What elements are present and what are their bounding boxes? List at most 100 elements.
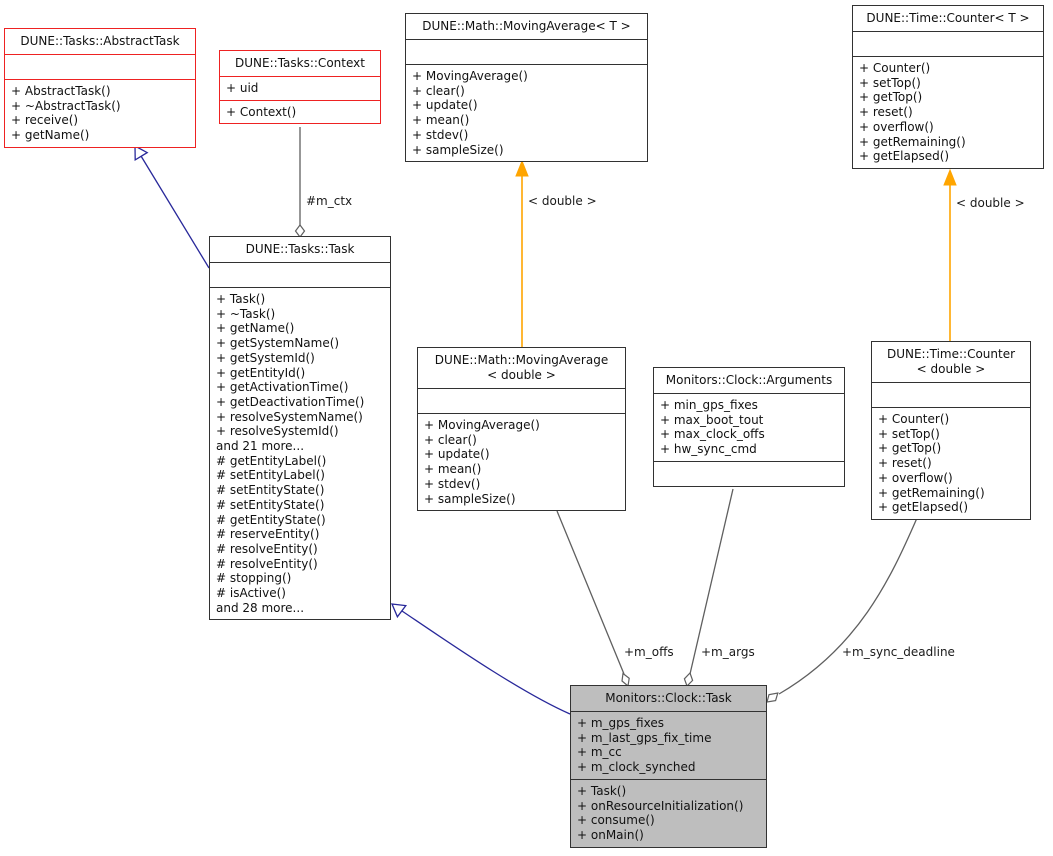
member-line: + update() — [412, 98, 478, 113]
member-line: + reset() — [859, 105, 913, 120]
member-line: + hw_sync_cmd — [660, 442, 757, 457]
member-line: # isActive() — [216, 586, 286, 601]
member-line: + getElapsed() — [859, 149, 950, 164]
member-line: + getActivationTime() — [216, 380, 349, 395]
member-line: + getTop() — [859, 90, 923, 105]
aggregation-diamond-m-offs — [621, 672, 630, 688]
member-line: + resolveSystemName() — [216, 409, 363, 424]
inheritance-arrow-clock-task — [390, 603, 407, 619]
class-title[interactable]: DUNE::Tasks::Task — [245, 242, 355, 256]
member-line: + sampleSize() — [424, 491, 516, 506]
class-title[interactable]: DUNE::Tasks::AbstractTask — [20, 34, 180, 48]
methods-compartment: + Task()+ onResourceInitialization()+ co… — [571, 778, 766, 847]
methods-compartment: + MovingAverage()+ clear()+ update()+ me… — [418, 413, 625, 510]
attributes-compartment: + min_gps_fixes+ max_boot_tout+ max_cloc… — [654, 393, 844, 461]
class-box-counter-double[interactable]: DUNE::Time::Counter < double > + Counter… — [871, 341, 1031, 520]
member-line: + getDeactivationTime() — [216, 394, 365, 409]
member-line: + m_last_gps_fix_time — [577, 730, 712, 745]
edge-inheritance-task — [140, 155, 210, 269]
member-line: + Context() — [226, 104, 297, 119]
member-line: + onResourceInitialization() — [577, 798, 744, 813]
member-line: + AbstractTask() — [11, 84, 111, 98]
class-title[interactable]: DUNE::Math::MovingAverage< T > — [422, 19, 631, 33]
class-title[interactable]: Monitors::Clock::Task — [605, 691, 732, 705]
edge-label-m-args: +m_args — [701, 645, 755, 659]
edge-label-template-moving-average: < double > — [528, 194, 597, 208]
class-title[interactable]: DUNE::Time::Counter < double > — [886, 347, 1016, 376]
member-line: + receive() — [11, 113, 79, 128]
member-line: + mean() — [424, 462, 482, 477]
member-line: + clear() — [412, 83, 465, 98]
methods-compartment: + AbstractTask()+ ~AbstractTask()+ recei… — [5, 79, 195, 147]
template-arrow-counter — [943, 168, 957, 186]
member-line: + min_gps_fixes — [660, 398, 758, 412]
member-line: + Task() — [577, 783, 627, 798]
member-line: + consume() — [577, 813, 655, 828]
class-title[interactable]: DUNE::Time::Counter< T > — [866, 11, 1030, 25]
member-line: + resolveSystemId() — [216, 424, 339, 439]
member-line: + onMain() — [577, 827, 644, 842]
methods-compartment: + MovingAverage()+ clear()+ update()+ me… — [406, 64, 647, 161]
aggregation-diamond-m-sync-deadline — [766, 692, 779, 703]
methods-compartment — [654, 460, 844, 486]
member-line: + setTop() — [878, 426, 940, 441]
class-title[interactable]: DUNE::Math::MovingAverage < double > — [434, 353, 609, 382]
member-line: + MovingAverage() — [424, 418, 540, 432]
member-line: # resolveEntity() — [216, 556, 318, 571]
class-title[interactable]: DUNE::Tasks::Context — [235, 56, 365, 70]
edge-m-args — [689, 488, 734, 675]
inheritance-arrow-task — [134, 144, 149, 162]
member-line: + update() — [424, 447, 490, 462]
class-box-counter-t[interactable]: DUNE::Time::Counter< T > + Counter()+ se… — [852, 5, 1044, 169]
aggregation-diamond-m-args — [683, 671, 694, 688]
class-box-moving-average-t[interactable]: DUNE::Math::MovingAverage< T > + MovingA… — [405, 13, 648, 163]
class-box-moving-average-double[interactable]: DUNE::Math::MovingAverage < double > + M… — [417, 347, 626, 512]
member-line: + stdev() — [412, 127, 469, 142]
attributes-compartment — [853, 31, 1043, 56]
member-line: + Task() — [216, 292, 266, 306]
methods-compartment: + Counter()+ setTop()+ getTop()+ reset()… — [872, 407, 1030, 519]
attributes-compartment: + uid — [220, 76, 380, 100]
member-line: # reserveEntity() — [216, 527, 320, 542]
member-line: + clear() — [424, 432, 477, 447]
edge-label-m-ctx: #m_ctx — [306, 194, 353, 208]
member-line: + getSystemId() — [216, 350, 315, 365]
edge-m-sync-deadline — [778, 517, 918, 695]
member-line: # setEntityState() — [216, 483, 325, 498]
class-title[interactable]: Monitors::Clock::Arguments — [665, 373, 833, 387]
class-box-task[interactable]: DUNE::Tasks::Task + Task()+ ~Task()+ get… — [209, 236, 391, 621]
member-line: + m_clock_synched — [577, 760, 696, 775]
member-line: + mean() — [412, 113, 470, 128]
member-line: + reset() — [878, 456, 932, 471]
class-box-clock-task[interactable]: Monitors::Clock::Task + m_gps_fixes+ m_l… — [570, 685, 767, 848]
member-line: + max_boot_tout — [660, 412, 764, 427]
member-line: + MovingAverage() — [412, 69, 528, 83]
member-line: # stopping() — [216, 571, 292, 586]
edge-label-template-counter: < double > — [956, 196, 1025, 210]
member-line: + overflow() — [859, 119, 934, 134]
edge-m-offs — [556, 510, 625, 675]
class-box-arguments[interactable]: Monitors::Clock::Arguments + min_gps_fix… — [653, 367, 845, 487]
member-line: + ~Task() — [216, 306, 276, 321]
edge-label-m-sync-deadline: +m_sync_deadline — [842, 645, 955, 659]
member-line: + stdev() — [424, 476, 481, 491]
member-line: + getRemaining() — [859, 134, 966, 149]
methods-compartment: + Counter()+ setTop()+ getTop()+ reset()… — [853, 56, 1043, 168]
member-line: # setEntityState() — [216, 497, 325, 512]
member-line: + getElapsed() — [878, 500, 969, 515]
edge-label-m-offs: +m_offs — [624, 645, 674, 659]
member-line: # setEntityLabel() — [216, 468, 325, 483]
class-box-abstract-task[interactable]: DUNE::Tasks::AbstractTask + AbstractTask… — [4, 28, 196, 148]
member-line: and 28 more... — [216, 600, 305, 615]
edge-inheritance-clock-task — [401, 610, 571, 715]
member-line: + getTop() — [878, 441, 942, 456]
member-line: + Counter() — [859, 61, 931, 75]
methods-compartment: + Task()+ ~Task()+ getName()+ getSystemN… — [210, 287, 390, 619]
methods-compartment: + Context() — [220, 99, 380, 124]
member-line: + overflow() — [878, 470, 953, 485]
class-box-context[interactable]: DUNE::Tasks::Context + uid + Context() — [219, 50, 381, 125]
attributes-compartment: + m_gps_fixes+ m_last_gps_fix_time+ m_cc… — [571, 711, 766, 779]
attributes-compartment — [5, 54, 195, 79]
